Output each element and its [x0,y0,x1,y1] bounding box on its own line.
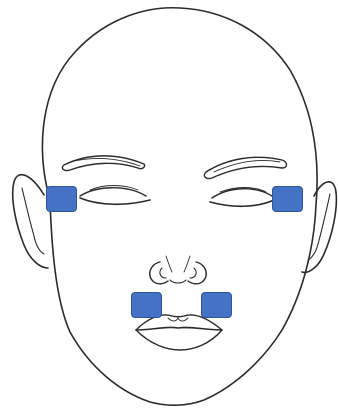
left-eye-corner-marker [46,186,77,212]
nose-left-wing [150,262,168,284]
cupids-bow [168,318,188,321]
nose-tip [170,280,186,283]
left-eye-lash-line [80,198,150,204]
left-nostril [160,268,166,278]
nose-bridge-right [184,256,190,272]
right-eye-lash-line [210,200,274,206]
nose-bridge-left [166,256,172,272]
lower-lip [136,330,222,350]
nose-right-wing [188,262,206,284]
upper-lip-left-marker [131,292,162,318]
right-eye-lid [212,189,272,198]
right-nostril [190,268,196,278]
right-eye-corner-marker [272,186,303,212]
left-ear-inner [22,188,44,254]
upper-lip-right-marker [201,292,232,318]
right-eyebrow [204,157,286,178]
right-ear [302,182,336,273]
lip-line [136,327,222,330]
